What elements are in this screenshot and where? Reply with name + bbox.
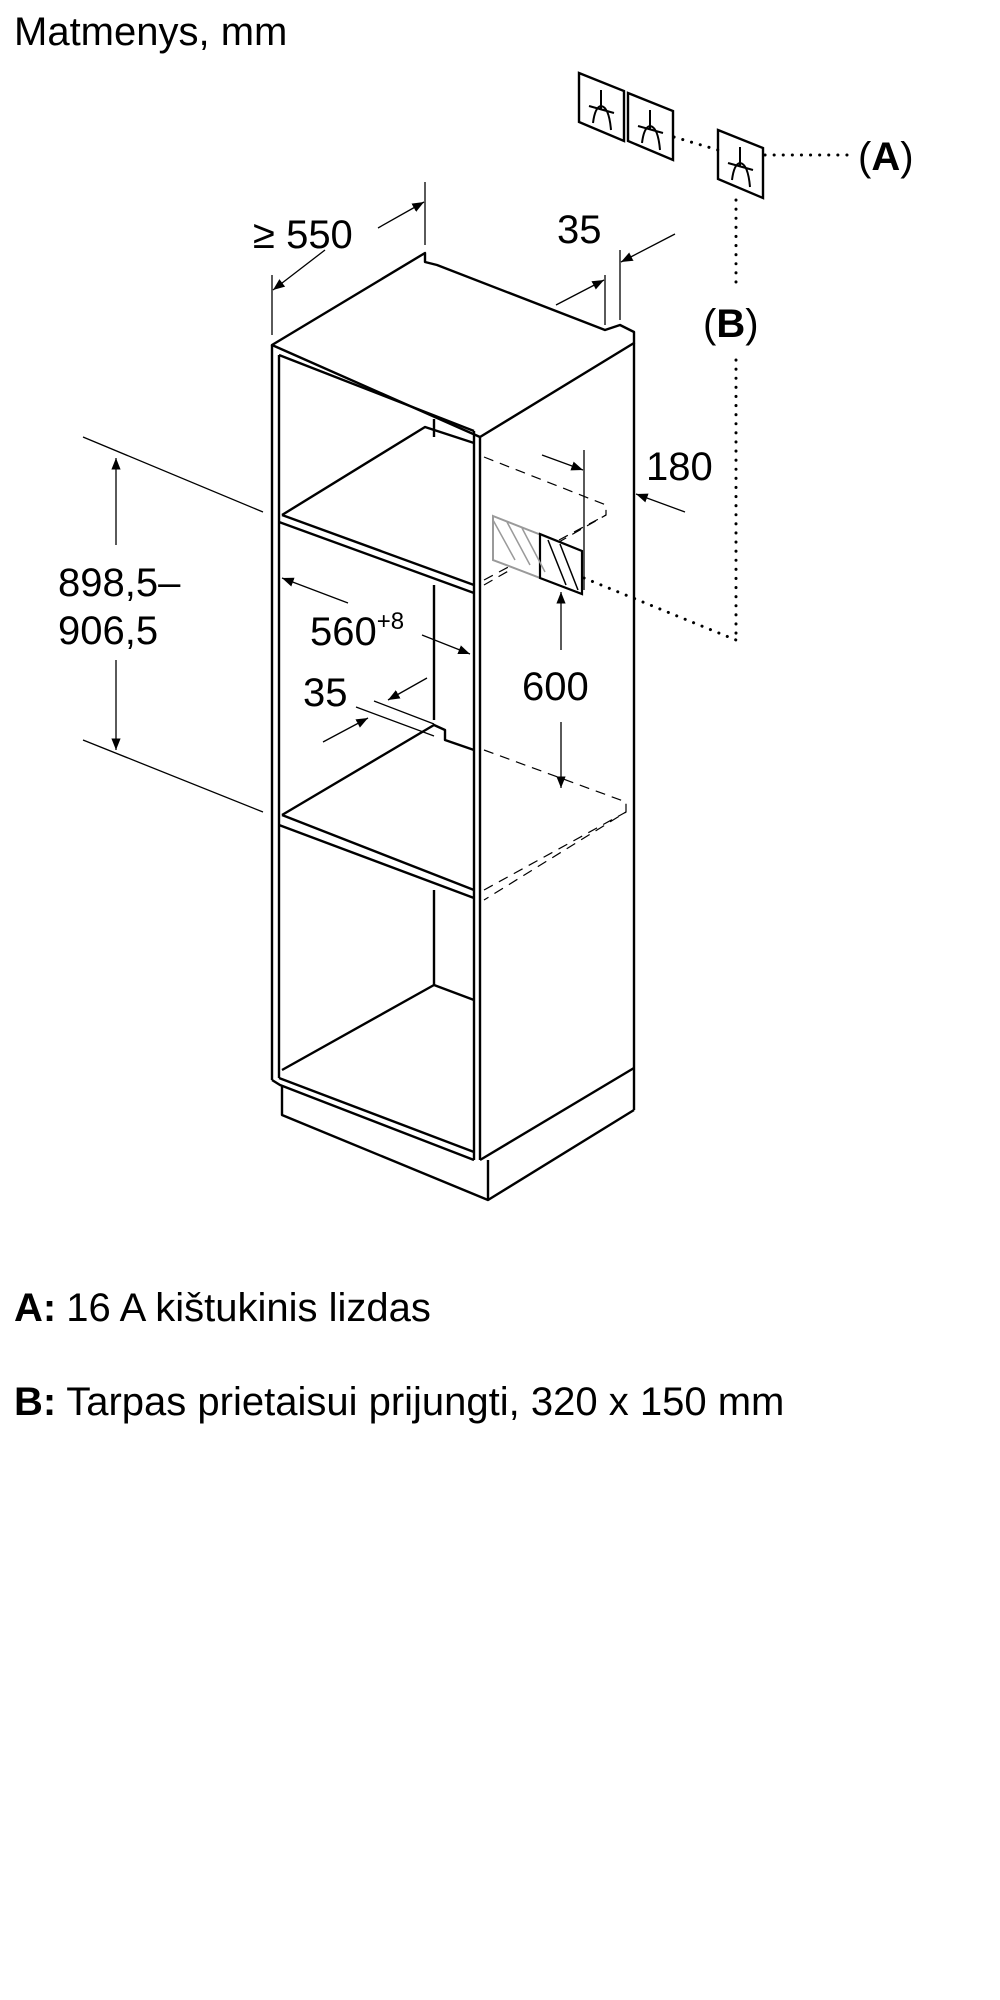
dimension-lines <box>82 182 686 813</box>
dim-top-offset-label: 35 <box>557 208 602 252</box>
callout-b-label: (B) <box>703 302 759 346</box>
legend-text: 16 A kištukinis lizdas <box>66 1286 431 1330</box>
dim-height-range-label-2: 906,5 <box>58 609 158 653</box>
callout-a-label: (A) <box>858 135 914 179</box>
dim-vertical-gap-label: 600 <box>522 665 589 709</box>
connection-cutout <box>492 514 584 596</box>
legend-key: B: <box>14 1380 57 1424</box>
socket-group-icon <box>577 71 765 200</box>
dim-depth-min-label: ≥ 550 <box>253 213 353 257</box>
dim-inner-offset-label: 35 <box>303 671 348 715</box>
dim-height-range-label-1: 898,5– <box>58 561 181 605</box>
legend-text: Tarpas prietaisui prijungti, 320 x 150 m… <box>66 1380 785 1424</box>
legend-item-a: A:16 A kištukinis lizdas <box>14 1284 431 1332</box>
cabinet <box>270 251 636 1202</box>
dotted-leaders <box>582 135 857 642</box>
socket-icon <box>577 71 626 143</box>
legend-item-b: B:Tarpas prietaisui prijungti, 320 x 150… <box>14 1378 784 1426</box>
socket-icon <box>626 91 675 162</box>
legend-key: A: <box>14 1286 57 1330</box>
cabinet-dimension-diagram: (A) (B) ≥ 550 35 180 898,5 <box>58 71 914 1202</box>
page-title: Matmenys, mm <box>14 10 288 54</box>
socket-icon <box>716 128 765 200</box>
dim-side-offset-label: 180 <box>646 445 713 489</box>
dim-width-label: 560+8 <box>310 608 404 654</box>
